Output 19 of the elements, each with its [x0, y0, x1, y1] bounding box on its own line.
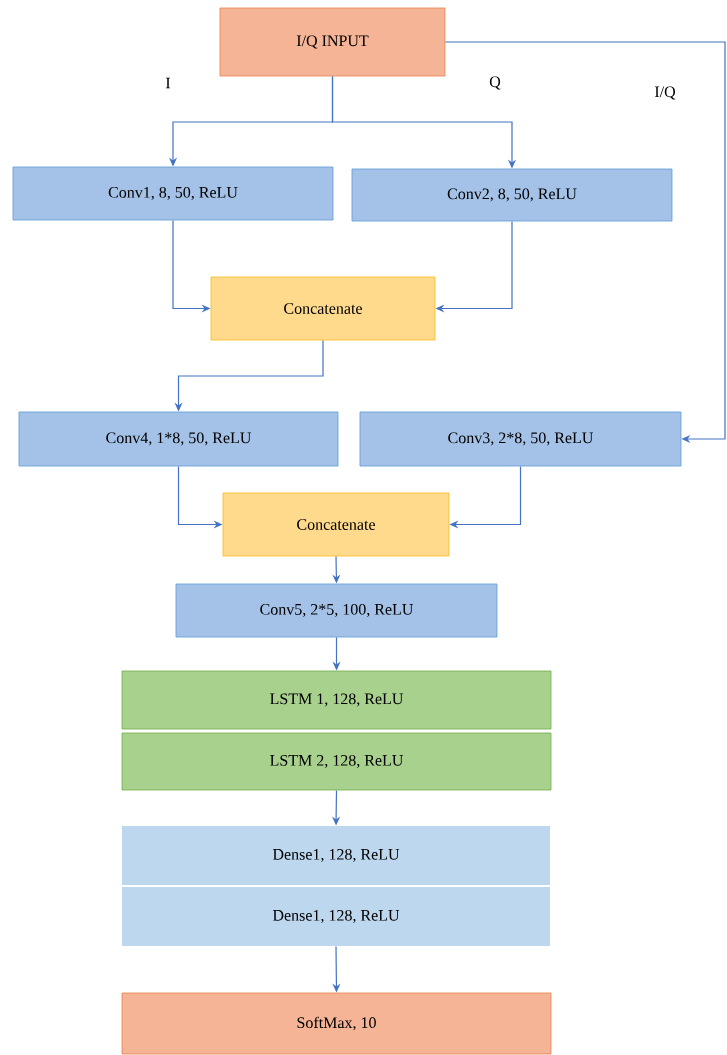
layer-box: Conv1, 8, 50, ReLU: [12, 166, 334, 221]
node-label: Dense1, 128, ReLU: [272, 909, 400, 924]
lstm-box: LSTM 1, 128, ReLU: [121, 670, 552, 730]
dense-box: Dense1, 128, ReLU: [122, 887, 550, 946]
layer-box: Conv4, 1*8, 50, ReLU: [18, 411, 339, 467]
io-box: SoftMax, 10: [121, 992, 552, 1055]
concat-box: Concatenate: [210, 276, 436, 341]
io-box: I/Q INPUT: [219, 7, 446, 77]
edge-label: I/Q: [653, 85, 677, 101]
lstm-box: LSTM 2, 128, ReLU: [121, 732, 552, 791]
arrow: [444, 41, 726, 444]
edge-label: Q: [488, 75, 502, 91]
concat-box: Concatenate: [222, 492, 450, 557]
edge-label: I: [164, 76, 172, 90]
layer-box: Conv2, 8, 50, ReLU: [351, 168, 673, 222]
layer-box: Conv3, 2*8, 50, ReLU: [359, 411, 682, 467]
dense-box: Dense1, 128, ReLU: [122, 826, 550, 885]
node-label: Dense1, 128, ReLU: [272, 848, 400, 863]
layer-box: Conv5, 2*5, 100, ReLU: [175, 583, 498, 638]
